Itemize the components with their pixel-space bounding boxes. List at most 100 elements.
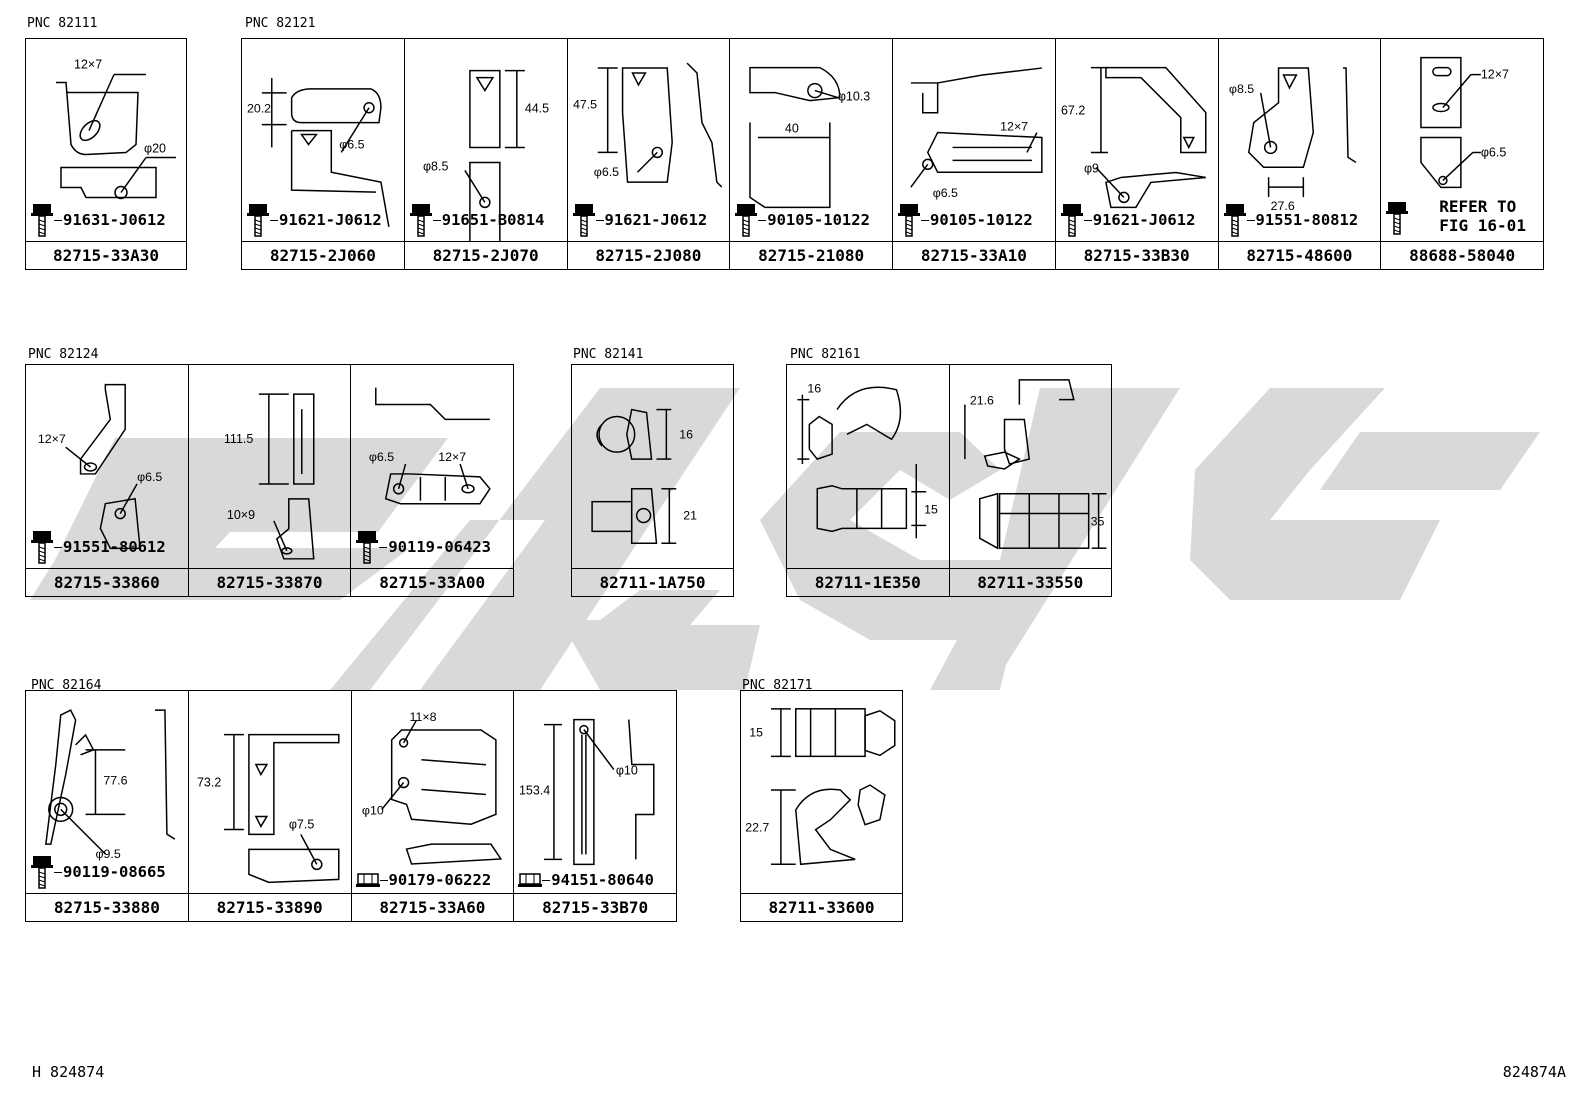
dim-label: 111.5 (224, 432, 253, 446)
fastener-part-number: 91551-80612 (63, 538, 166, 556)
part-cell-82715-2J080[interactable]: 47.5 φ6.5 91621-J0612 82715-2J080 (567, 39, 731, 269)
fastener-part-number: 91631-J0612 (63, 211, 166, 229)
bolt-icon (30, 530, 54, 564)
part-cell-82711-1E350[interactable]: 16 15 82711-1E350 (787, 365, 950, 596)
fastener-part-number: 90119-08665 (63, 863, 166, 881)
fastener: 90119-08665 (30, 855, 166, 889)
part-number: 82715-33880 (26, 893, 188, 921)
part-drawing: 15 22.7 (741, 691, 902, 893)
part-drawing: 16 21 (572, 365, 733, 568)
part-cell-82715-33A60[interactable]: 11×8 φ10 90179-06222 82715-33A60 (351, 691, 515, 921)
part-number: 82715-33A00 (351, 568, 514, 596)
part-number: 82715-33A10 (893, 241, 1055, 269)
part-cell-82715-33A00[interactable]: φ6.5 12×7 90119-06423 82715-33A00 (351, 365, 514, 596)
dim-label: φ6.5 (593, 165, 618, 179)
dim-label: 11×8 (409, 710, 436, 724)
dim-label: φ8.5 (423, 159, 448, 173)
pnc-label-82121: PNC 82121 (245, 16, 316, 31)
group-82141: 16 21 82711-1A750 (571, 364, 734, 597)
nut-icon (356, 871, 380, 889)
dim-label: 12×7 (74, 58, 102, 72)
part-cell-82715-33890[interactable]: 73.2 φ7.5 82715-33890 (188, 691, 352, 921)
dim-label: 20.2 (247, 102, 271, 116)
group-82171: 15 22.7 82711-33600 (740, 690, 903, 922)
part-cell-82711-1A750[interactable]: 16 21 82711-1A750 (572, 365, 733, 596)
part-number: 82715-2J060 (242, 241, 404, 269)
fastener: 91551-80812 (1223, 203, 1358, 237)
dim-label: φ6.5 (369, 450, 394, 464)
group-82161: 16 15 82711-1E350 21.6 35 82711-3355 (786, 364, 1112, 597)
part-cell-82715-2J060[interactable]: 20.2 φ6.5 91621-J0612 82715-2J060 (242, 39, 405, 269)
group-82111: 12×7 φ20 91631-J0612 82715-33A30 (25, 38, 187, 270)
part-cell-82715-33B30[interactable]: 67.2 φ9 91621-J0612 82715-33B30 (1055, 39, 1219, 269)
part-number: 82711-1E350 (787, 568, 949, 596)
dim-label: 12×7 (439, 450, 467, 464)
part-number: 82711-33600 (741, 893, 902, 921)
dim-label: φ6.5 (933, 186, 958, 200)
dim-label: 16 (679, 427, 693, 441)
part-number: 88688-58040 (1381, 241, 1543, 269)
fastener: 91621-J0612 (1060, 203, 1196, 237)
dim-label: 153.4 (519, 783, 550, 797)
pnc-label-82124: PNC 82124 (28, 347, 99, 362)
part-cell-82715-33860[interactable]: 12×7 φ6.5 91551-80612 82715-33860 (26, 365, 189, 596)
dim-label: 15 (924, 503, 938, 517)
part-drawing: 12×7 φ6.5 (26, 365, 188, 568)
part-cell-82715-33A10[interactable]: 12×7 φ6.5 90105-10122 82715-33A10 (893, 39, 1056, 269)
part-cell-82715-48600[interactable]: φ8.5 27.6 91551-80812 82715-48600 (1218, 39, 1382, 269)
part-cell-82715-33A30[interactable]: 12×7 φ20 91631-J0612 82715-33A30 (26, 39, 186, 269)
group-82124: 12×7 φ6.5 91551-80612 82715-33860 111.5 … (25, 364, 514, 597)
fastener-part-number: 91621-J0612 (1092, 211, 1196, 229)
group-82164: 77.6 φ9.5 90119-08665 82715-33880 73.2 φ… (25, 690, 677, 922)
dim-label: 21 (683, 508, 697, 522)
fastener: 90119-06423 (355, 530, 491, 564)
bolt-icon (30, 203, 54, 237)
pnc-label-82164: PNC 82164 (31, 678, 102, 693)
fastener-part-number: 90105-10122 (930, 211, 1033, 229)
part-cell-82715-21080[interactable]: φ10.3 40 90105-10122 82715-21080 (730, 39, 893, 269)
nut-icon (518, 871, 542, 889)
dim-label: 27.6 (1270, 199, 1294, 213)
dim-label: 67.2 (1061, 104, 1085, 118)
fastener-part-number: 90179-06222 (388, 871, 492, 889)
fastener: 91621-J0612 (246, 203, 382, 237)
part-cell-88688-58040[interactable]: 12×7 φ6.5 REFER TO FIG 16-01 88688-58040 (1381, 39, 1543, 269)
dim-label: 12×7 (1481, 68, 1509, 82)
part-number: 82715-33B30 (1055, 241, 1218, 269)
part-cell-82715-33B70[interactable]: 153.4 φ10 94151-80640 82715-33B70 (514, 691, 676, 921)
bolt-icon (30, 855, 54, 889)
part-cell-82711-33550[interactable]: 21.6 35 82711-33550 (949, 365, 1112, 596)
part-cell-82715-2J070[interactable]: 44.5 φ8.5 91651-B0814 82715-2J070 (404, 39, 568, 269)
dim-label: φ8.5 (1228, 82, 1253, 96)
group-82121: 20.2 φ6.5 91621-J0612 82715-2J060 44.5 φ… (241, 38, 1544, 270)
part-number: 82715-33870 (188, 568, 351, 596)
bolt-icon (409, 203, 433, 237)
part-drawing: φ6.5 12×7 (351, 365, 513, 568)
dim-label: φ6.5 (339, 137, 364, 151)
dim-label: 22.7 (745, 821, 769, 835)
fastener (1385, 201, 1409, 235)
part-number: 82715-2J070 (404, 241, 567, 269)
part-number: 82715-33890 (188, 893, 351, 921)
part-number: 82715-2J080 (567, 241, 730, 269)
part-cell-82715-33870[interactable]: 111.5 10×9 82715-33870 (188, 365, 352, 596)
part-number: 82715-33A60 (351, 893, 514, 921)
fastener: 91551-80612 (30, 530, 166, 564)
part-cell-82715-33880[interactable]: 77.6 φ9.5 90119-08665 82715-33880 (26, 691, 189, 921)
dim-label: φ10.3 (838, 90, 870, 104)
bolt-icon (1223, 203, 1247, 237)
bolt-icon (572, 203, 596, 237)
part-number: 82715-21080 (730, 241, 892, 269)
part-cell-82711-33600[interactable]: 15 22.7 82711-33600 (741, 691, 902, 921)
bolt-icon (734, 203, 758, 237)
refer-to-note: REFER TO FIG 16-01 (1439, 197, 1526, 235)
part-number: 82711-1A750 (572, 568, 733, 596)
dim-label: 40 (785, 122, 799, 136)
fastener: 90179-06222 (356, 871, 492, 889)
part-drawing: 21.6 35 (950, 365, 1112, 568)
part-drawing: 44.5 φ8.5 (405, 39, 567, 241)
pnc-label-82161: PNC 82161 (790, 347, 861, 362)
part-drawing: 20.2 φ6.5 (242, 39, 404, 241)
part-drawing: 12×7 φ6.5 (893, 39, 1055, 241)
